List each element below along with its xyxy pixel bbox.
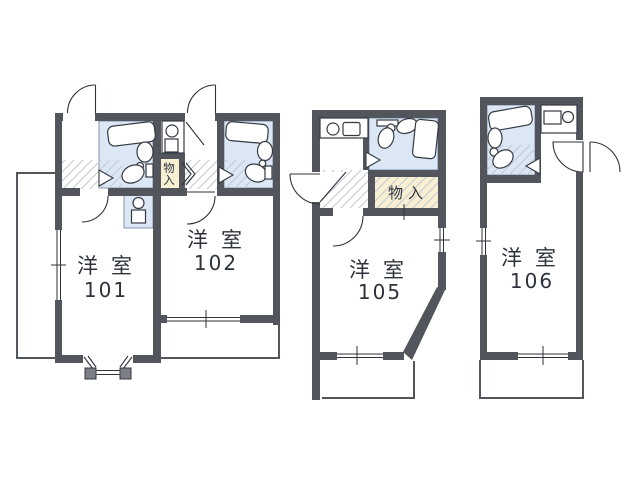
- entry-hatch-101: [62, 160, 122, 189]
- kitchen-sink-icon: [326, 122, 340, 136]
- window-105-right: [434, 228, 450, 252]
- window-105-bottom: [337, 346, 383, 365]
- walls: [312, 110, 446, 400]
- bath-door-mark-101: [98, 169, 115, 187]
- bath-door-mark-102: [218, 166, 235, 184]
- entrance-door-102: [185, 84, 217, 146]
- kitchen-106: [540, 104, 578, 134]
- balcony-105: [322, 361, 415, 399]
- bathroom-101-fixtures: [107, 121, 156, 184]
- room-105-label: 洋室: [349, 258, 417, 282]
- toilet-icon: [121, 164, 145, 184]
- window-101-left: [51, 230, 66, 300]
- washbasin-icon: [136, 141, 154, 163]
- stove-icon: [543, 110, 562, 125]
- bathroom-106-fixtures: [487, 105, 533, 169]
- room-106-label: 洋室: [501, 246, 569, 270]
- bathtub-icon: [487, 105, 533, 132]
- window-102-bottom: [167, 310, 240, 328]
- entrance-door-106: [589, 141, 621, 173]
- entry-step: [552, 141, 584, 173]
- kitchen-105: [319, 117, 369, 139]
- toilet-tank-icon: [264, 165, 273, 180]
- bathroom-105-fixtures: [376, 117, 440, 160]
- room-105-number: 105: [358, 280, 402, 304]
- unit-101-102: 物 入 洋室 101 洋室 102: [16, 84, 280, 380]
- unit-105: 物入 洋室 105: [289, 110, 450, 400]
- bathtub-icon: [411, 118, 440, 160]
- entrance-door-105: [289, 173, 321, 205]
- room-102-number: 102: [194, 251, 238, 275]
- kitchen-sink-icon: [561, 110, 575, 124]
- unit-106: 洋室 106: [476, 97, 621, 399]
- window-106-left: [476, 228, 491, 255]
- entry-step-edge: [319, 171, 347, 203]
- stove-icon: [342, 121, 361, 137]
- bay-window-101: [83, 355, 133, 380]
- room-106-number: 106: [510, 269, 554, 293]
- closet-105-label: 物入: [388, 184, 428, 202]
- washbasin-icon: [256, 140, 274, 162]
- entrance-door-101: [66, 84, 97, 114]
- balcony-106: [479, 360, 584, 399]
- closet-hatch: [375, 177, 438, 208]
- folding-door-mark: [181, 162, 196, 186]
- kitchen-sink-icon: [165, 124, 179, 138]
- walls: [55, 113, 280, 363]
- stove-icon: [130, 209, 147, 224]
- closet-label-top: 物: [163, 161, 175, 175]
- bath-door-mark-105: [365, 151, 382, 169]
- window-106-bottom: [518, 346, 568, 365]
- bathtub-icon: [225, 121, 269, 144]
- closet-fill: [159, 159, 179, 188]
- walls: [480, 97, 583, 360]
- toilet-tank-icon: [145, 163, 154, 178]
- room-102-label: 洋室: [187, 228, 255, 252]
- room-101-label: 洋室: [77, 254, 145, 278]
- balcony-102: [161, 325, 280, 359]
- bathtub-icon: [107, 121, 156, 147]
- closet-label-bottom: 入: [163, 173, 175, 187]
- room-101-number: 101: [84, 278, 128, 302]
- toilet-icon: [492, 149, 514, 169]
- bath-door-mark-106: [524, 157, 541, 175]
- toilet-icon: [377, 127, 395, 149]
- kitchen-102: [161, 120, 185, 154]
- stove-icon: [164, 138, 179, 153]
- door-swing-room-102: [186, 191, 216, 225]
- kitchenette-101-fixtures: [130, 196, 147, 224]
- entry-hatch-102: [183, 160, 250, 189]
- kitchen-sink-icon: [132, 196, 145, 210]
- door-swing-room-101: [81, 195, 109, 223]
- door-swing-room-105: [332, 215, 364, 247]
- balcony-101-side: [16, 172, 62, 359]
- washbasin-icon: [487, 127, 503, 149]
- bathroom-102-fixtures: [225, 121, 274, 183]
